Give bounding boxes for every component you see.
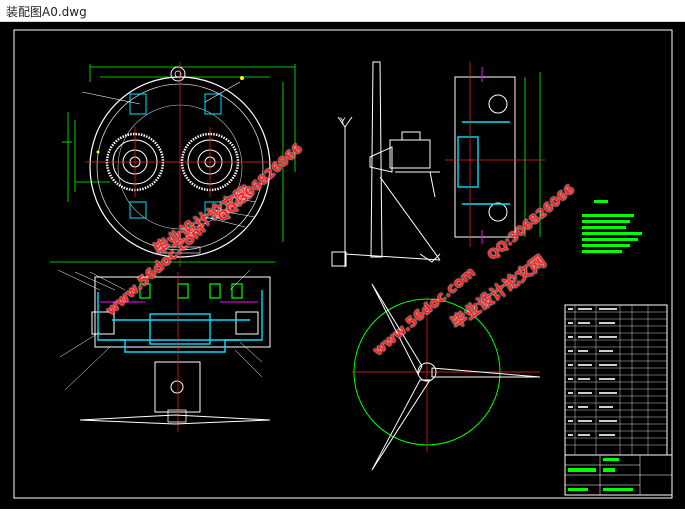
title-block [564, 454, 673, 496]
assembly-drawing: Y [13, 29, 673, 499]
section-view [50, 261, 275, 432]
rotor-view [352, 283, 541, 471]
parts-list-table [564, 304, 668, 456]
technical-requirements [582, 200, 642, 253]
window-title: 装配图A0.dwg [6, 5, 87, 19]
cad-drawing-canvas[interactable]: Y [0, 22, 685, 509]
drawing-frame [13, 29, 673, 499]
svg-text:Y: Y [339, 117, 346, 127]
side-view: Y [331, 61, 545, 267]
title-bar: 装配图A0.dwg [0, 0, 685, 22]
front-view [62, 62, 296, 267]
